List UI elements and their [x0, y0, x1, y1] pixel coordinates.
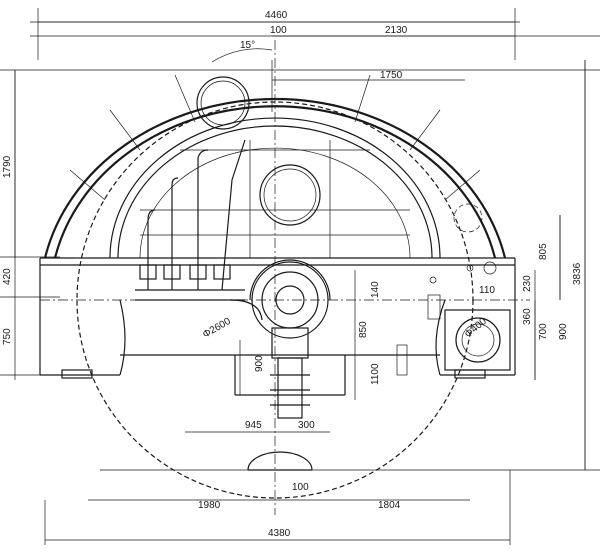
- dim-left-upper: 1790: [2, 155, 13, 178]
- dim-dia-2600: Φ2600: [201, 316, 233, 341]
- shaft-assembly: [249, 259, 331, 419]
- upper-manhole-inner: [200, 80, 246, 126]
- dim-top-right: 2130: [385, 25, 408, 36]
- right-box: [427, 294, 441, 320]
- right-bearing: [455, 317, 501, 363]
- dim-center-900: 900: [254, 355, 265, 372]
- right-bearing-block: [444, 309, 511, 371]
- dim-right-230: 230: [522, 275, 533, 292]
- dim-right-3836: 3836: [572, 262, 583, 285]
- right-nozzle-1: [483, 261, 497, 275]
- right-nozzle-2: [466, 264, 474, 272]
- dim-top-offset: 100: [270, 25, 287, 36]
- dim-center-1100: 1100: [370, 363, 381, 385]
- dim-left-mid: 420: [2, 268, 13, 285]
- base-housing: [39, 257, 516, 396]
- dim-lower-945: 945: [245, 420, 262, 431]
- center-manhole-inner: [263, 168, 317, 222]
- dim-center-110: 110: [479, 285, 495, 296]
- hood-outer-arc: [43, 98, 507, 259]
- hood-core-arc: [139, 147, 411, 259]
- dim-angle: 15°: [240, 40, 255, 51]
- right-nozzle-3: [429, 276, 437, 284]
- dim-left-lower: 750: [2, 328, 13, 345]
- dim-bottom-left: 1980: [198, 500, 221, 511]
- dim-right-360: 360: [522, 308, 533, 325]
- dim-lower-300: 300: [298, 420, 315, 431]
- dim-center-140: 140: [370, 281, 381, 298]
- dim-right-900: 900: [558, 323, 569, 340]
- dim-bottom-right: 1804: [378, 500, 401, 511]
- dim-right-700: 700: [538, 323, 549, 340]
- extension-lines: [0, 8, 600, 545]
- dim-bottom-100: 100: [292, 482, 309, 493]
- hood-inner-arc: [109, 117, 441, 259]
- pipework: [135, 139, 263, 321]
- dim-right-805: 805: [538, 243, 549, 260]
- center-manhole: [259, 164, 321, 226]
- hood-inner-arc-2: [117, 125, 433, 259]
- right-bearing-inner: [461, 323, 495, 357]
- dim-bottom-total: 4380: [268, 528, 291, 539]
- bottom-hatch: [247, 451, 313, 471]
- hood-ribs: [69, 60, 481, 201]
- right-small-port: [453, 203, 483, 233]
- hood-outer-arc-2: [53, 105, 497, 259]
- left-foot: [61, 369, 93, 379]
- upper-manhole: [196, 76, 250, 130]
- dim-top-total: 4460: [265, 10, 288, 21]
- dimension-lines: [14, 21, 586, 541]
- center-box: [396, 344, 408, 376]
- dim-upper-radius: 1750: [380, 70, 403, 81]
- dim-center-850: 850: [358, 321, 369, 338]
